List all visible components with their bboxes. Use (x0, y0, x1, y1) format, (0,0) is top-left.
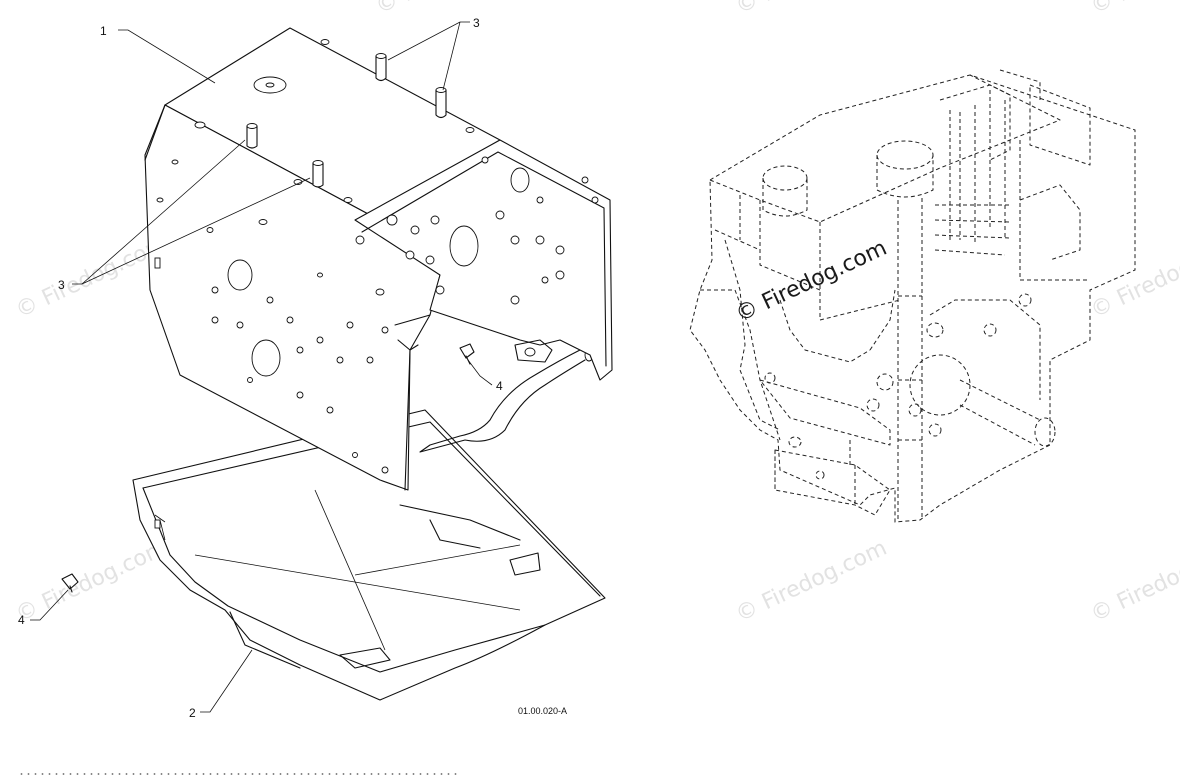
engine-phantom-icon (689, 69, 1136, 523)
watermark: © Firedog.com (12, 536, 171, 628)
callout-3: 3 (473, 16, 480, 30)
drawing-code: 01.00.020-A (518, 706, 567, 716)
watermark: © Firedog.com (1087, 0, 1180, 19)
callout-labels: 1 2 3 3 4 4 (18, 16, 503, 720)
watermark: © Firedog.com (372, 0, 531, 19)
watermark: © Firedog.com (1087, 536, 1180, 628)
footer-dot-rule (18, 772, 458, 776)
callout-3: 3 (58, 278, 65, 292)
callout-2: 2 (189, 706, 196, 720)
callout-1: 1 (100, 24, 107, 38)
watermark: © Firedog.com (732, 0, 891, 19)
screw-icon (61, 343, 475, 593)
frame-housing-icon (144, 27, 613, 491)
watermark: © Firedog.com (12, 232, 171, 324)
guide-pin-icon (246, 53, 447, 188)
bottom-pan-icon (132, 409, 606, 701)
leader-lines (30, 21, 493, 713)
callout-4: 4 (18, 613, 25, 627)
watermark: © Firedog.com (732, 536, 891, 628)
callout-4: 4 (496, 379, 503, 393)
